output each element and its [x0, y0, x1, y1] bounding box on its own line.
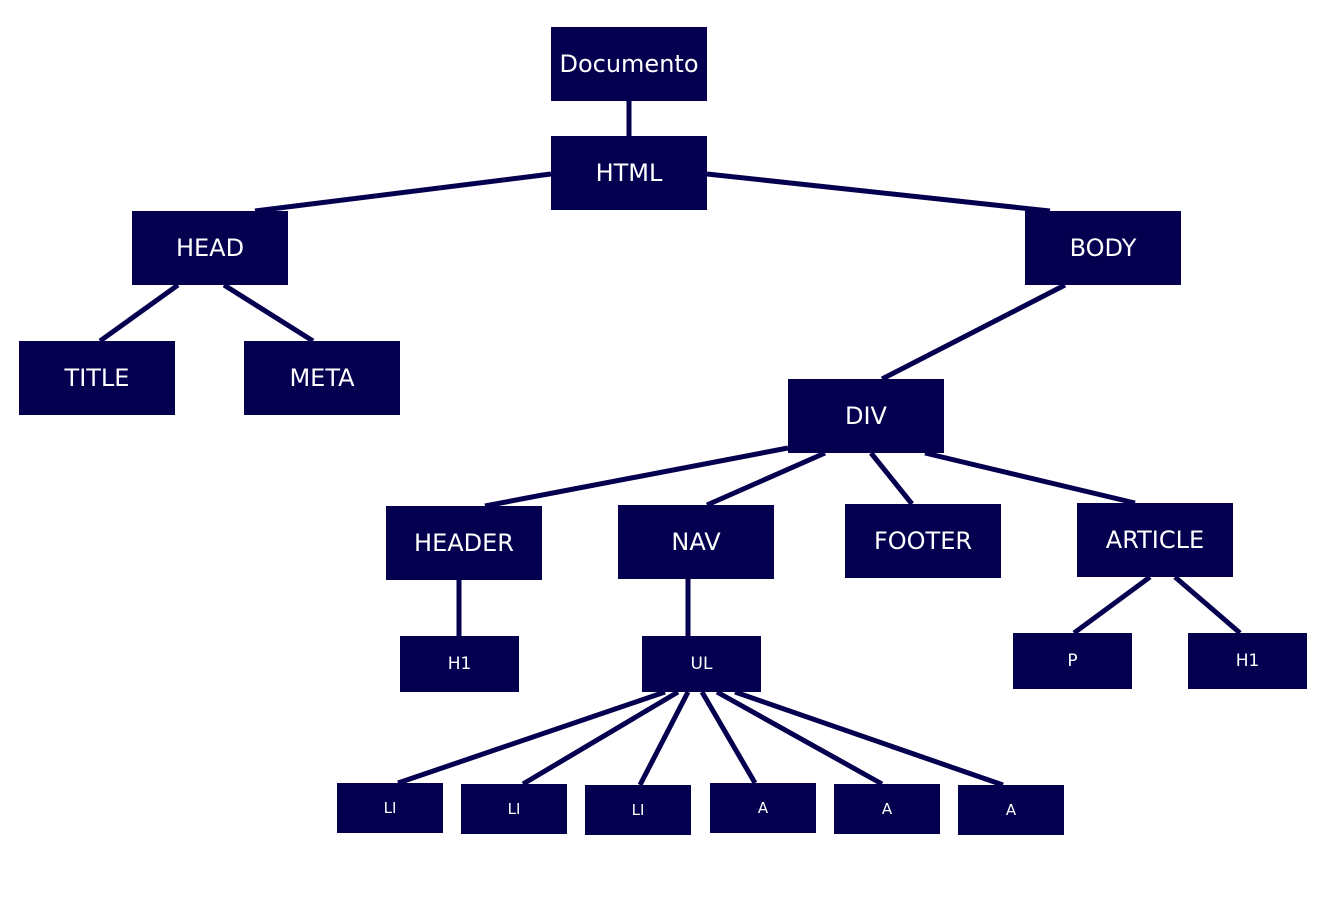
node-article-h1: H1: [1188, 633, 1307, 689]
node-li-2: LI: [461, 784, 567, 834]
node-body: BODY: [1025, 211, 1181, 285]
node-ul: UL: [642, 636, 761, 692]
node-label-article-h1: H1: [1236, 651, 1260, 671]
node-label-documento: Documento: [559, 50, 698, 78]
node-box-article-p: [1013, 633, 1132, 689]
node-box-a-2: [834, 784, 940, 834]
edge-ul-to-li-1: [397, 689, 666, 786]
node-box-div: [788, 379, 944, 453]
node-label-li-1: LI: [384, 799, 397, 817]
node-label-meta: META: [289, 364, 355, 392]
node-li-1: LI: [337, 783, 443, 833]
edge-head-to-title: [98, 282, 180, 344]
edge-div-to-nav: [705, 450, 827, 508]
node-label-header-h1: H1: [448, 654, 472, 674]
node-box-li-1: [337, 783, 443, 833]
node-box-title: [19, 341, 175, 415]
node-html: HTML: [551, 136, 707, 210]
node-box-html: [551, 136, 707, 210]
node-box-footer: [845, 504, 1001, 578]
node-box-a-1: [710, 783, 816, 833]
node-box-article: [1077, 503, 1233, 577]
node-article: ARTICLE: [1077, 503, 1233, 577]
node-box-article-h1: [1188, 633, 1307, 689]
node-box-meta: [244, 341, 400, 415]
edge-ul-to-a-1: [699, 690, 758, 785]
node-meta: META: [244, 341, 400, 415]
node-title: TITLE: [19, 341, 175, 415]
edge-div-to-footer: [869, 451, 914, 506]
node-label-article: ARTICLE: [1106, 526, 1204, 554]
node-box-head: [132, 211, 288, 285]
node-a-2: A: [834, 784, 940, 834]
node-box-header: [386, 506, 542, 580]
node-box-documento: [551, 27, 707, 101]
node-label-header: HEADER: [414, 529, 514, 557]
node-header-h1: H1: [400, 636, 519, 692]
edge-head-to-meta: [222, 282, 315, 344]
edge-div-to-header: [484, 445, 789, 509]
node-a-3: A: [958, 785, 1064, 835]
edge-div-to-article: [924, 450, 1136, 506]
node-article-p: P: [1013, 633, 1132, 689]
node-header: HEADER: [386, 506, 542, 580]
node-nav: NAV: [618, 505, 774, 579]
node-label-footer: FOOTER: [874, 527, 972, 555]
edge-ul-to-li-3: [637, 690, 691, 787]
node-label-body: BODY: [1070, 234, 1137, 262]
node-label-a-2: A: [882, 800, 893, 818]
node-label-title: TITLE: [64, 364, 130, 392]
node-label-ul: UL: [691, 654, 713, 674]
edge-html-to-head: [254, 171, 552, 214]
node-label-li-2: LI: [508, 800, 521, 818]
node-label-a-3: A: [1006, 801, 1017, 819]
edge-ul-to-a-2: [715, 689, 884, 787]
node-li-3: LI: [585, 785, 691, 835]
node-div: DIV: [788, 379, 944, 453]
node-label-article-p: P: [1067, 651, 1077, 671]
node-box-a-3: [958, 785, 1064, 835]
edge-ul-to-li-2: [521, 689, 680, 787]
edge-body-to-div: [880, 282, 1067, 382]
edge-article-to-article-h1: [1173, 575, 1242, 635]
node-label-li-3: LI: [632, 801, 645, 819]
node-box-ul: [642, 636, 761, 692]
node-a-1: A: [710, 783, 816, 833]
node-box-nav: [618, 505, 774, 579]
node-box-li-3: [585, 785, 691, 835]
node-footer: FOOTER: [845, 504, 1001, 578]
node-label-nav: NAV: [671, 528, 721, 556]
node-box-li-2: [461, 784, 567, 834]
node-label-html: HTML: [596, 159, 663, 187]
node-box-header-h1: [400, 636, 519, 692]
node-label-div: DIV: [845, 402, 888, 430]
edge-html-to-body: [706, 171, 1051, 214]
node-label-head: HEAD: [176, 234, 244, 262]
node-label-a-1: A: [758, 799, 769, 817]
edge-article-to-article-p: [1072, 574, 1152, 636]
node-head: HEAD: [132, 211, 288, 285]
edge-ul-to-a-3: [734, 689, 1004, 788]
tree-edges: [98, 101, 1242, 788]
node-box-body: [1025, 211, 1181, 285]
node-documento: Documento: [551, 27, 707, 101]
